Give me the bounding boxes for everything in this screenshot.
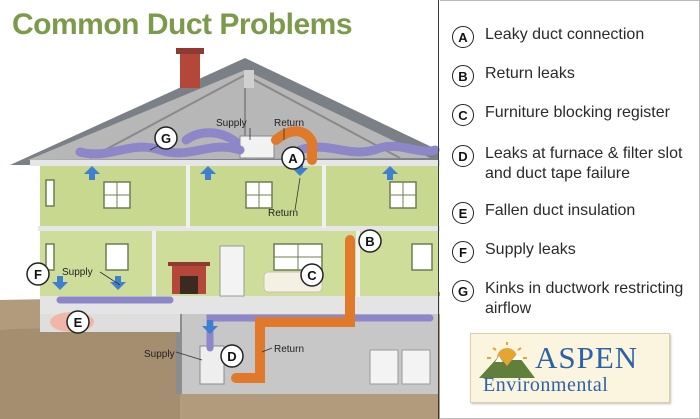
marker-b: B: [358, 229, 382, 253]
marker-f: F: [26, 262, 50, 286]
marker-c: C: [300, 263, 324, 287]
label-supply-left: Supply: [62, 267, 93, 278]
logo-name: ASPEN: [535, 340, 639, 375]
svg-text:D: D: [227, 349, 236, 364]
legend-item-f: F Supply leaks: [452, 240, 697, 263]
marker-a: A: [281, 146, 305, 170]
legend-text-g: Kinks in ductwork restricting airflow: [485, 280, 684, 317]
svg-text:C: C: [307, 268, 317, 283]
legend-item-b: B Return leaks: [452, 64, 697, 87]
legend-text-d: Leaks at furnace & filter slot and duct …: [485, 145, 683, 182]
legend-text-e: Fallen duct insulation: [485, 202, 636, 219]
divider: [438, 0, 439, 419]
label-supply-top: Supply: [216, 118, 247, 129]
upper-floor: [40, 165, 438, 228]
svg-text:B: B: [365, 234, 374, 249]
legend-badge-f: F: [452, 241, 474, 263]
register-arrows: [52, 162, 398, 334]
legend-text-c: Furniture blocking register: [485, 104, 670, 121]
legend-badge-c: C: [452, 104, 474, 126]
legend-item-d: D Leaks at furnace & filter slot and duc…: [452, 144, 697, 184]
legend-item-c: C Furniture blocking register: [452, 103, 697, 126]
legend-badge-b: B: [452, 65, 474, 87]
chimney: [180, 52, 200, 88]
svg-text:G: G: [161, 131, 171, 146]
aspen-environmental-logo: ASPEN Environmental: [470, 333, 670, 403]
legend-text-a: Leaky duct connection: [485, 26, 645, 43]
legend-badge-g: G: [452, 280, 474, 302]
label-return-top: Return: [274, 118, 304, 129]
label-supply-bottom: Supply: [144, 349, 175, 360]
mountain-sun-icon: [479, 342, 535, 378]
label-return-bottom: Return: [274, 344, 304, 355]
legend-item-a: A Leaky duct connection: [452, 25, 697, 48]
legend-item-e: E Fallen duct insulation: [452, 201, 697, 224]
label-return-mid: Return: [268, 208, 298, 219]
marker-d: D: [220, 344, 244, 368]
svg-text:F: F: [34, 267, 42, 282]
house-illustration: Supply Return Return Supply Supply Retur…: [0, 48, 440, 419]
legend-badge-d: D: [452, 145, 474, 167]
legend-text-b: Return leaks: [485, 65, 575, 82]
page-title: Common Duct Problems: [12, 8, 353, 41]
legend-text-f: Supply leaks: [485, 241, 576, 258]
svg-text:E: E: [74, 315, 83, 330]
marker-g: G: [154, 126, 178, 150]
legend-item-g: G Kinks in ductwork restricting airflow: [452, 279, 697, 319]
return-ducts: [231, 126, 355, 383]
logo-subtitle: Environmental: [483, 374, 609, 396]
marker-e: E: [66, 310, 90, 334]
legend-badge-a: A: [452, 26, 474, 48]
legend-badge-e: E: [452, 202, 474, 224]
supply-ducts: [56, 128, 440, 352]
svg-text:A: A: [288, 151, 298, 166]
